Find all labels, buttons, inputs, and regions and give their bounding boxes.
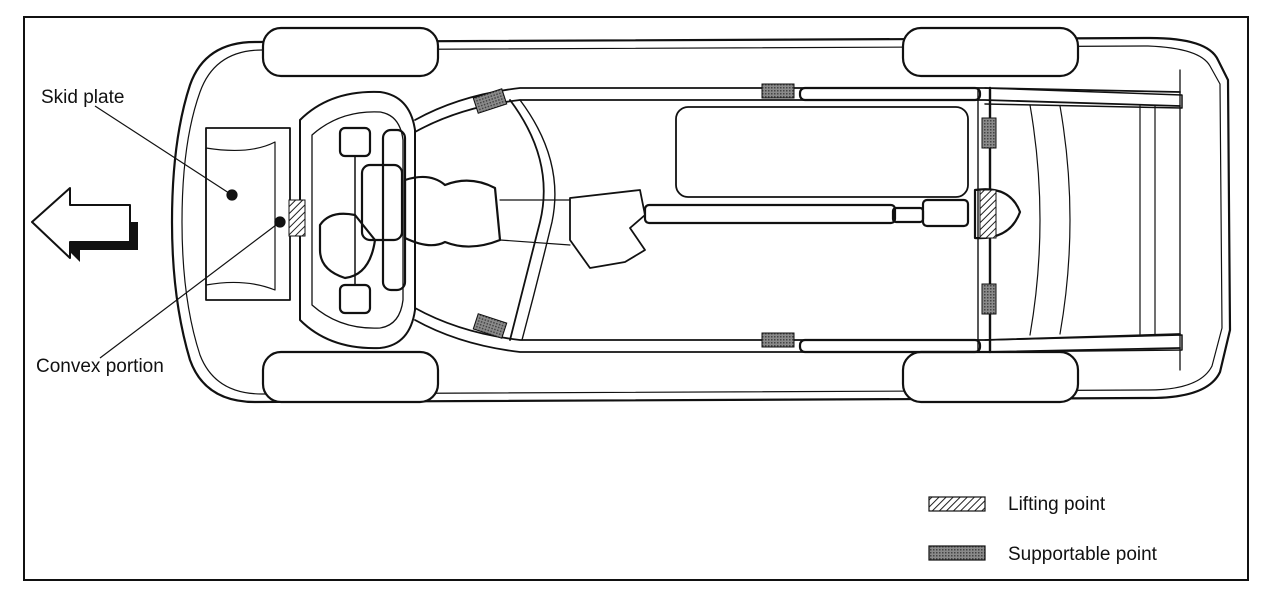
- lifting-point-marker: [979, 189, 997, 239]
- lifting-point-swatch: [928, 496, 986, 512]
- legend-supportable-label: Supportable point: [1008, 544, 1157, 565]
- rear-right-wheel: [901, 350, 1080, 404]
- fuel-tank: [675, 106, 969, 198]
- supportable-point-marker: [761, 332, 795, 348]
- front-right-wheel: [261, 350, 440, 404]
- diagram-frame: [23, 16, 1249, 581]
- front-left-wheel: [261, 26, 440, 78]
- skid-plate-label: Skid plate: [41, 87, 125, 108]
- convex-portion-dot: [274, 216, 286, 228]
- supportable-point-marker: [981, 117, 997, 149]
- supportable-point-marker: [472, 313, 508, 339]
- skid-plate-dot: [226, 189, 238, 201]
- lifting-point-marker: [288, 199, 306, 237]
- front-direction-arrow-icon: [31, 187, 138, 262]
- skid-plate: [205, 127, 291, 301]
- supportable-point-marker: [472, 88, 508, 114]
- legend-lifting-label: Lifting point: [1008, 494, 1106, 515]
- rear-left-wheel: [901, 26, 1080, 78]
- supportable-point-swatch: [928, 545, 986, 561]
- supportable-point-marker: [761, 83, 795, 99]
- propeller-shaft: [643, 203, 897, 225]
- vehicle-body-outline: [170, 36, 1232, 404]
- supportable-point-marker: [981, 283, 997, 315]
- convex-portion-label: Convex portion: [36, 356, 164, 377]
